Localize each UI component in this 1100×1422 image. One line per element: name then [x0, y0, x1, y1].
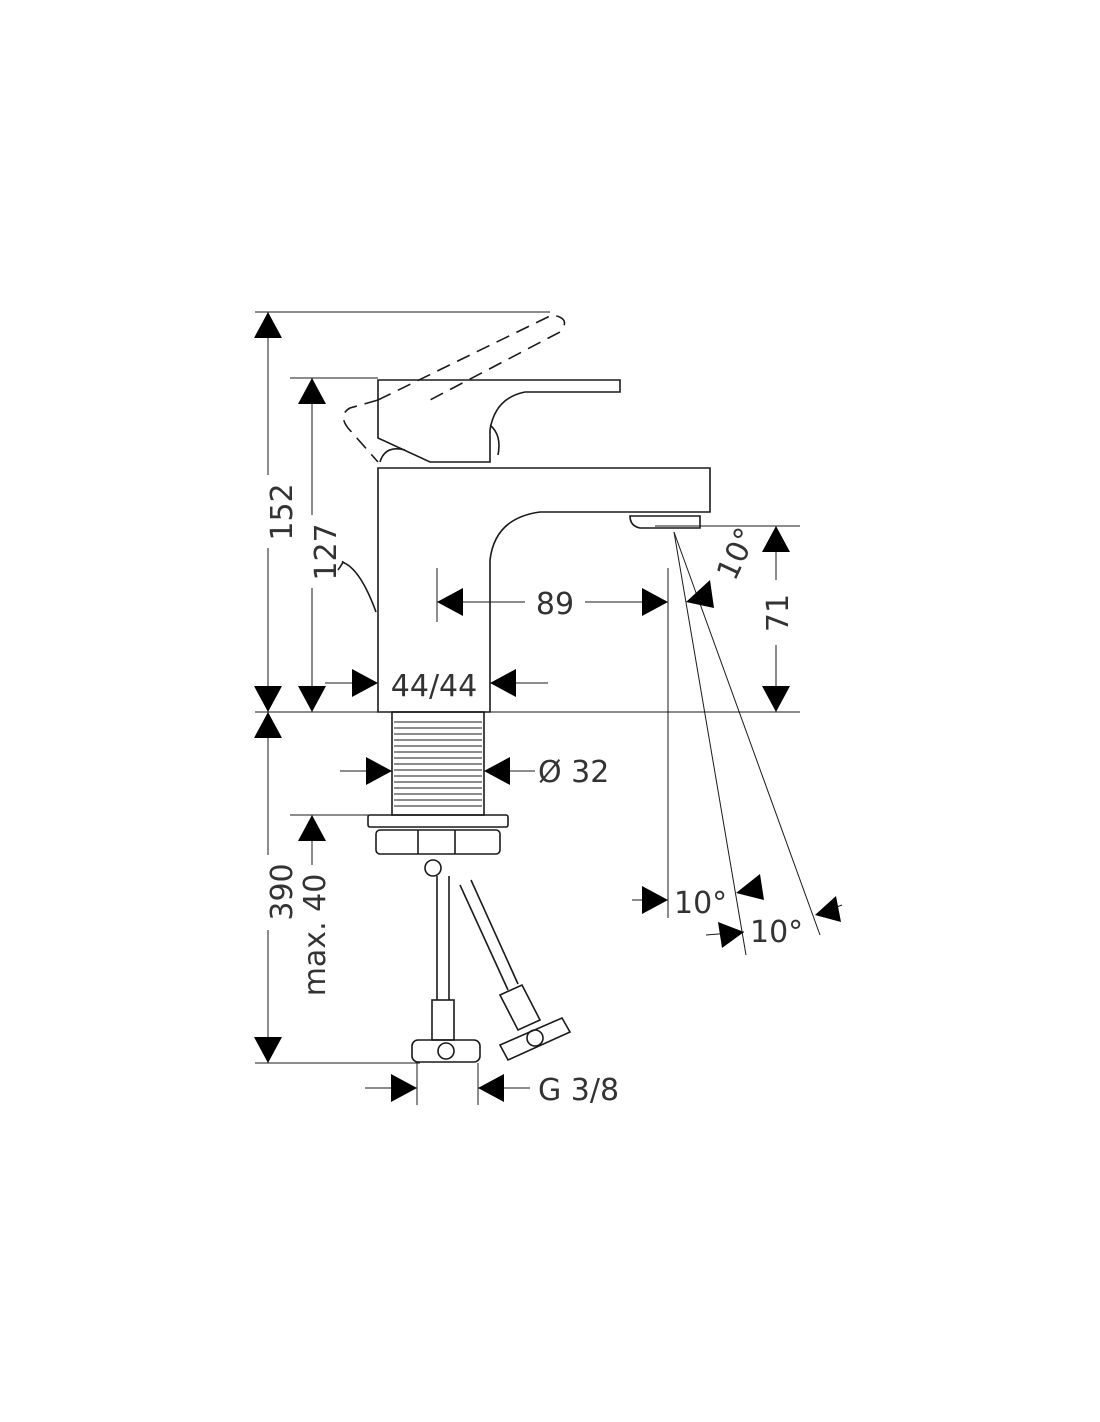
arrow-32-right [484, 757, 510, 785]
supply-hoses [411, 876, 572, 1063]
dim-install-depth-label: 390 [265, 863, 300, 920]
dimension-lines [267, 312, 843, 1089]
arrow-152-top [254, 312, 282, 338]
dim-shank-diameter-label: Ø 32 [538, 755, 609, 790]
arrow-44-left [352, 669, 378, 697]
arrow-angle-low-1b [736, 874, 764, 900]
arrow-71-bottom [762, 686, 790, 712]
dim-total-height-label: 152 [265, 483, 300, 540]
extension-lines [255, 311, 800, 1105]
handle-closed [377, 379, 621, 463]
arrow-89-right [642, 588, 668, 616]
arrow-127-bottom [298, 686, 326, 712]
arrow-32-left [366, 757, 392, 785]
dim-body-size-label: 44/44 [391, 669, 477, 704]
dimension-arrows [254, 312, 841, 1102]
arrow-g38-left [391, 1074, 417, 1102]
angle-low-1-label: 10° [674, 886, 727, 921]
arrow-angle-low-1a [642, 886, 668, 914]
faucet-body [337, 467, 711, 713]
handle-open-position [342, 314, 566, 463]
arrow-angle-low-2b [815, 896, 841, 922]
arrow-390-bottom [254, 1037, 282, 1063]
dim-spout-reach-label: 89 [536, 587, 574, 622]
dim-max-thickness-label: max. 40 [298, 874, 333, 997]
threaded-shank [391, 711, 485, 816]
arrow-44-right [490, 669, 516, 697]
arrow-g38-right [478, 1074, 504, 1102]
arrow-390-top [254, 712, 282, 738]
arrow-40-top [298, 815, 326, 841]
arrow-152-bottom [254, 686, 282, 712]
arrow-127-top [298, 378, 326, 404]
arrow-angle-low-2a [718, 922, 744, 948]
dim-connection-label: G 3/8 [538, 1073, 619, 1108]
arrow-angle-spout [686, 580, 714, 608]
angle-spout-label: 10° [710, 522, 764, 585]
dim-body-height-label: 127 [309, 523, 344, 580]
dim-spout-height-label: 71 [761, 594, 796, 632]
arrow-71-top [762, 526, 790, 552]
angle-low-2-label: 10° [750, 915, 803, 950]
mounting-hardware [367, 814, 509, 877]
arrow-89-left [437, 588, 463, 616]
